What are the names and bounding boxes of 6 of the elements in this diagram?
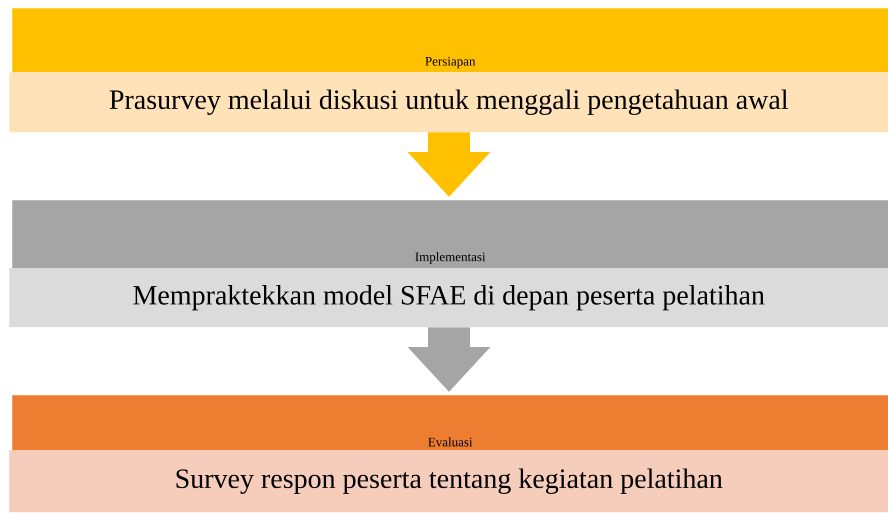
stage-header-band: Implementasi bbox=[12, 200, 888, 268]
stage-description-box: Mempraktekkan model SFAE di depan peserta pelatihan bbox=[9, 268, 888, 328]
stage-description-box: Prasurvey melalui diskusi untuk menggali pengetahuan awal bbox=[9, 72, 888, 132]
stage-header-band: Persiapan bbox=[12, 8, 888, 72]
stage-header-band: Evaluasi bbox=[12, 395, 888, 450]
stage-description-box: Survey respon peserta tentang kegiatan pelatihan bbox=[9, 450, 888, 512]
